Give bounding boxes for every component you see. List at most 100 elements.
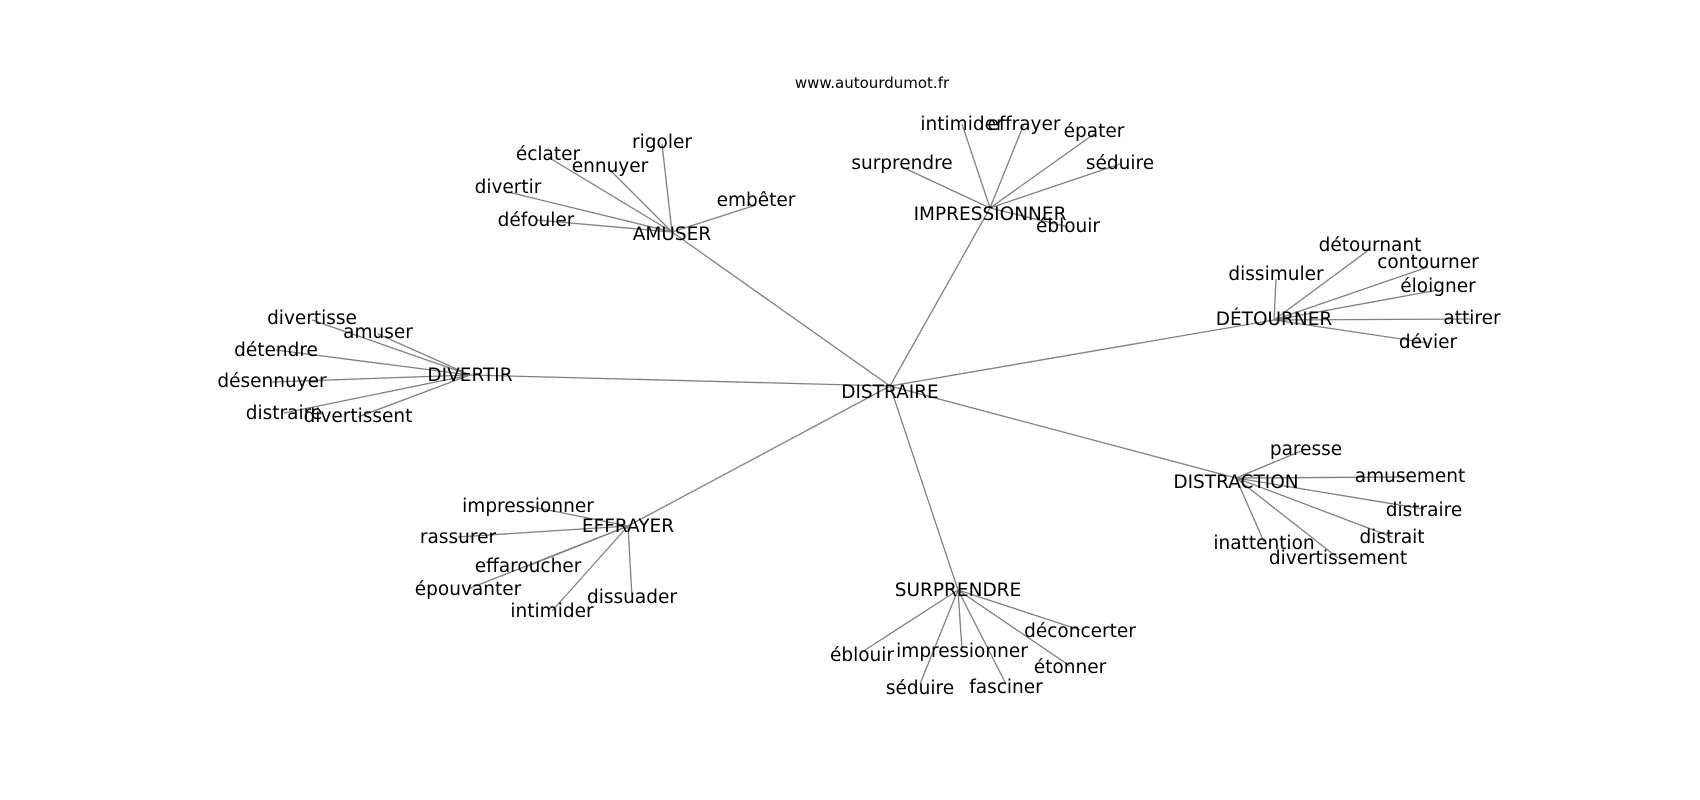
edge-group-1-leaf-3	[507, 191, 673, 233]
edge-group-2-leaf-1	[1273, 278, 1277, 321]
edge-center-to-group-0	[889, 207, 991, 387]
edge-group-5-leaf-0	[527, 505, 629, 527]
leaf-node-label[interactable]: dissuader	[587, 587, 677, 608]
edge-center-to-group-5	[627, 385, 891, 527]
group-node-label[interactable]: AMUSER	[633, 224, 712, 245]
edge-group-0-leaf-0	[961, 123, 991, 209]
leaf-node-label[interactable]: impressionner	[896, 641, 1028, 662]
edge-group-1-leaf-1	[547, 156, 673, 233]
edge-group-6-leaf-2	[957, 589, 963, 651]
edge-group-2-leaf-3	[1273, 289, 1439, 321]
edge-group-1-leaf-2	[609, 169, 673, 233]
leaf-node-label[interactable]: embêter	[717, 190, 796, 211]
leaf-node-label[interactable]: divertissent	[304, 406, 413, 427]
edge-group-4-leaf-0	[1235, 448, 1307, 479]
edge-group-5-leaf-3	[467, 525, 629, 590]
edge-group-0-leaf-3	[989, 163, 1121, 209]
edge-group-6-leaf-0	[957, 589, 1081, 631]
leaf-node-label[interactable]: impressionner	[462, 496, 594, 517]
leaf-node-label[interactable]: divertir	[475, 177, 542, 198]
leaf-node-label[interactable]: détendre	[234, 340, 318, 361]
leaf-node-label[interactable]: détournant	[1319, 235, 1422, 256]
edge-group-4-leaf-1	[1235, 476, 1411, 479]
group-node-label[interactable]: DÉTOURNER	[1216, 308, 1333, 330]
edge-group-6-leaf-1	[861, 589, 959, 653]
center-node-label[interactable]: DISTRAIRE	[841, 382, 939, 403]
leaf-node-label[interactable]: rigoler	[632, 132, 692, 153]
group-node-label[interactable]: EFFRAYER	[582, 516, 674, 537]
edge-group-3-leaf-0	[311, 319, 471, 376]
edge-group-3-leaf-4	[283, 374, 471, 414]
leaf-node-label[interactable]: défouler	[498, 210, 575, 231]
edge-group-1-leaf-4	[671, 204, 757, 233]
leaf-node-label[interactable]: dévier	[1399, 332, 1458, 353]
leaf-node-label[interactable]: dissimuler	[1228, 264, 1324, 285]
edge-group-1-leaf-5	[535, 219, 673, 233]
edge-group-3-leaf-3	[271, 374, 471, 383]
leaf-node-label[interactable]: amusement	[1355, 466, 1466, 487]
leaf-node-label[interactable]: effrayer	[987, 114, 1060, 135]
leaf-node-label[interactable]: amuser	[343, 322, 413, 343]
leaf-node-label[interactable]: intimider	[510, 601, 594, 622]
leaf-node-label[interactable]: intimider	[920, 114, 1004, 135]
edge-center-to-group-6	[889, 385, 959, 591]
leaf-node-label[interactable]: fasciner	[969, 677, 1043, 698]
edge-center-to-group-3	[469, 374, 891, 387]
leaf-node-label[interactable]: inattention	[1213, 533, 1314, 554]
site-credit: www.autourdumot.fr	[795, 74, 950, 92]
leaf-node-label[interactable]: paresse	[1270, 439, 1342, 460]
leaf-node-label[interactable]: étonner	[1034, 657, 1107, 678]
leaf-node-label[interactable]: séduire	[1086, 153, 1154, 174]
leaf-node-label[interactable]: ennuyer	[572, 156, 649, 177]
edge-group-0-leaf-5	[989, 207, 1069, 228]
group-node-label[interactable]: DIVERTIR	[427, 365, 512, 386]
edge-group-0-leaf-4	[901, 166, 991, 209]
leaf-node-label[interactable]: éblouir	[830, 645, 894, 666]
edge-group-0-leaf-2	[989, 133, 1095, 209]
edge-group-5-leaf-1	[457, 525, 629, 538]
edge-group-4-leaf-2	[1235, 477, 1425, 510]
edge-group-2-leaf-5	[1273, 319, 1429, 344]
edge-group-6-leaf-4	[919, 589, 959, 685]
edge-group-5-leaf-5	[551, 525, 629, 612]
leaf-node-label[interactable]: séduire	[886, 678, 954, 699]
leaf-node-label[interactable]: épouvanter	[415, 579, 522, 600]
leaf-node-label[interactable]: éblouir	[1036, 216, 1100, 237]
leaf-node-label[interactable]: surprendre	[851, 153, 952, 174]
edge-group-3-leaf-2	[275, 349, 471, 376]
edge-group-6-leaf-5	[957, 589, 1007, 685]
edge-group-0-leaf-1	[989, 123, 1025, 209]
leaf-node-label[interactable]: contourner	[1377, 252, 1479, 273]
edge-group-6-leaf-3	[957, 589, 1071, 667]
leaf-node-label[interactable]: distrait	[1359, 527, 1424, 548]
edge-group-4-leaf-5	[1235, 477, 1339, 559]
leaf-node-label[interactable]: effaroucher	[475, 556, 582, 577]
leaf-node-label[interactable]: divertisse	[267, 308, 357, 329]
edge-group-2-leaf-2	[1273, 266, 1429, 321]
group-node-label[interactable]: SURPRENDRE	[895, 580, 1021, 601]
group-node-label[interactable]: IMPRESSIONNER	[914, 204, 1067, 225]
edge-group-5-leaf-4	[627, 525, 633, 598]
edge-group-4-leaf-3	[1235, 477, 1393, 538]
edge-center-to-group-4	[889, 385, 1237, 479]
leaf-node-label[interactable]: épater	[1064, 121, 1125, 142]
leaf-node-label[interactable]: rassurer	[420, 527, 497, 548]
edge-group-3-leaf-1	[377, 333, 471, 376]
edge-group-2-leaf-4	[1273, 318, 1473, 321]
leaf-node-label[interactable]: divertissement	[1269, 548, 1407, 569]
edge-group-4-leaf-4	[1235, 477, 1265, 543]
leaf-node-label[interactable]: éloigner	[1400, 276, 1476, 297]
leaf-node-label[interactable]: désennuyer	[217, 371, 327, 392]
leaf-node-label[interactable]: distraire	[246, 403, 322, 424]
leaf-node-label[interactable]: distraire	[1386, 500, 1462, 521]
leaf-node-label[interactable]: éclater	[516, 144, 581, 165]
group-node-label[interactable]: DISTRACTION	[1173, 472, 1298, 493]
edge-group-3-leaf-5	[357, 374, 471, 418]
leaf-node-label[interactable]: déconcerter	[1024, 621, 1136, 642]
edge-center-to-group-1	[671, 231, 891, 387]
leaf-node-label[interactable]: attirer	[1443, 308, 1501, 329]
edge-group-1-leaf-0	[661, 143, 673, 233]
edge-center-to-group-2	[889, 319, 1275, 387]
